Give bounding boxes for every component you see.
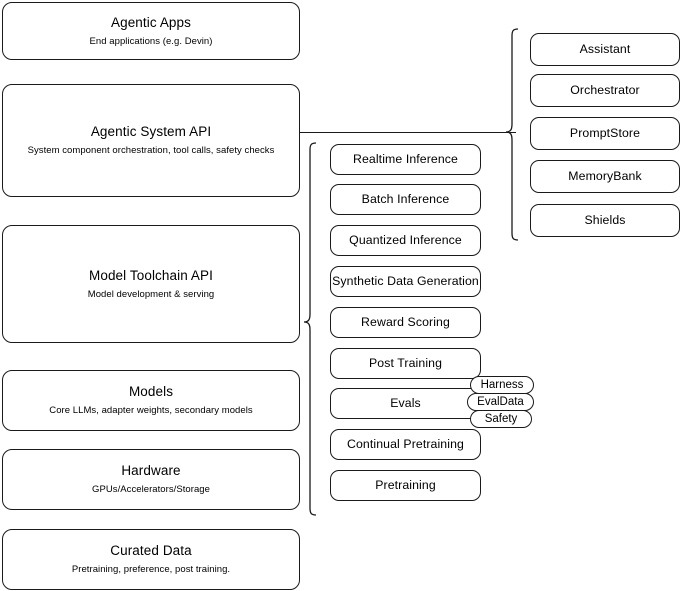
pill-label: Safety (484, 413, 518, 425)
toolchain-evals[interactable]: Evals (330, 388, 481, 419)
toolchain-batch-inference[interactable]: Batch Inference (330, 184, 481, 215)
toolchain-label: Quantized Inference (349, 232, 462, 247)
component-memorybank[interactable]: MemoryBank (530, 160, 680, 193)
toolchain-pretraining[interactable]: Pretraining (330, 470, 481, 501)
component-shields[interactable]: Shields (530, 204, 680, 237)
layer-title: Curated Data (110, 543, 192, 559)
evals-subcomponent-harness[interactable]: Harness (470, 376, 534, 394)
toolchain-label: Realtime Inference (352, 151, 458, 166)
layer-agentic-apps[interactable]: Agentic Apps End applications (e.g. Devi… (2, 2, 300, 60)
evals-subcomponent-evaldata[interactable]: EvalData (467, 393, 534, 411)
component-label: PromptStore (569, 125, 641, 140)
layer-agentic-system-api[interactable]: Agentic System API System component orch… (2, 84, 300, 197)
toolchain-label: Evals (390, 395, 421, 410)
toolchain-quantized-inference[interactable]: Quantized Inference (330, 225, 481, 256)
component-label: Assistant (579, 41, 631, 56)
pill-label: EvalData (477, 396, 524, 408)
layer-hardware[interactable]: Hardware GPUs/Accelerators/Storage (2, 449, 300, 510)
toolchain-realtime-inference[interactable]: Realtime Inference (330, 144, 481, 175)
component-assistant[interactable]: Assistant (530, 33, 680, 66)
toolchain-synthetic-data-generation[interactable]: Synthetic Data Generation (330, 266, 481, 297)
layer-title: Agentic Apps (110, 14, 191, 30)
layer-subtitle: System component orchestration, tool cal… (27, 145, 275, 156)
component-label: Orchestrator (570, 82, 640, 97)
layer-curated-data[interactable]: Curated Data Pretraining, preference, po… (2, 529, 300, 590)
toolchain-label: Pretraining (375, 477, 436, 492)
bracket-toolchain-components (303, 142, 317, 517)
layer-models[interactable]: Models Core LLMs, adapter weights, secon… (2, 370, 300, 431)
layer-subtitle: GPUs/Accelerators/Storage (92, 484, 210, 495)
evals-subcomponent-safety[interactable]: Safety (470, 410, 532, 428)
layer-model-toolchain-api[interactable]: Model Toolchain API Model development & … (2, 225, 300, 343)
toolchain-reward-scoring[interactable]: Reward Scoring (330, 307, 481, 338)
layer-subtitle: Core LLMs, adapter weights, secondary mo… (49, 405, 253, 416)
layer-title: Model Toolchain API (89, 267, 213, 283)
toolchain-label: Continual Pretraining (347, 436, 464, 451)
toolchain-continual-pretraining[interactable]: Continual Pretraining (330, 429, 481, 460)
layer-title: Models (128, 384, 174, 400)
toolchain-label: Reward Scoring (361, 314, 450, 329)
pill-label: Harness (480, 379, 524, 391)
layer-title: Hardware (121, 463, 181, 479)
layer-subtitle: Model development & serving (87, 288, 215, 300)
toolchain-label: Post Training (368, 355, 443, 370)
toolchain-label: Batch Inference (361, 191, 450, 206)
component-promptstore[interactable]: PromptStore (530, 117, 680, 150)
component-label: Shields (584, 212, 626, 227)
connector-agentic-system-api-to-components (300, 132, 516, 133)
layer-subtitle: Pretraining, preference, post training. (71, 564, 231, 575)
layer-title: Agentic System API (90, 124, 212, 140)
layer-subtitle: End applications (e.g. Devin) (89, 35, 213, 47)
component-label: MemoryBank (568, 168, 642, 183)
toolchain-post-training[interactable]: Post Training (330, 348, 481, 379)
toolchain-label: Synthetic Data Generation (332, 273, 479, 288)
bracket-system-components (505, 28, 519, 242)
component-orchestrator[interactable]: Orchestrator (530, 74, 680, 107)
